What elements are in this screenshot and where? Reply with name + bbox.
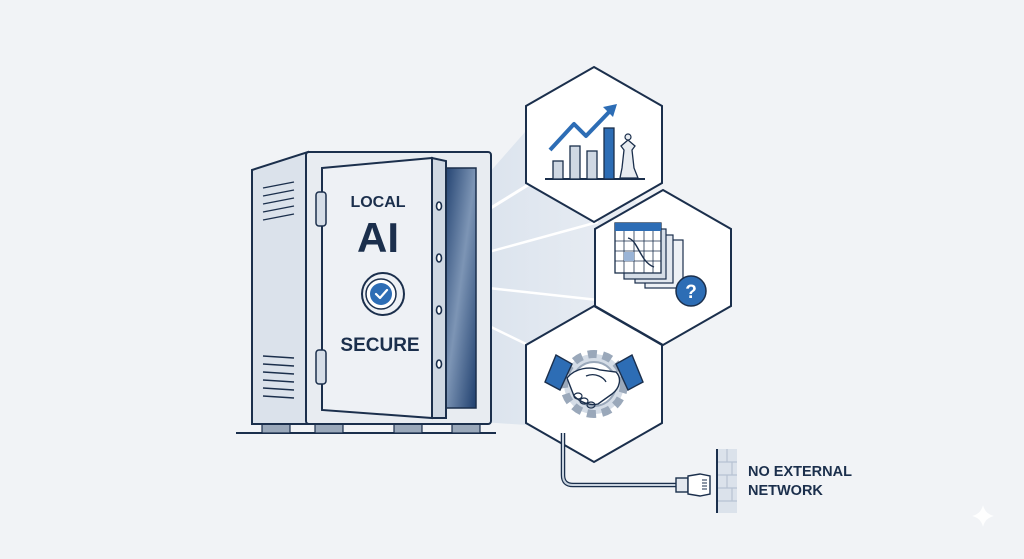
growth-chart-chess-icon [545,104,645,180]
vault-title-small: LOCAL [350,194,405,211]
check-badge-icon [361,272,405,316]
network-cable: NO EXTERNAL NETWORK [560,433,852,513]
capability-hex-strategy [525,65,663,224]
capability-hex-analysis: ? [594,188,732,347]
capability-hex-partnership [525,304,663,464]
ethernet-plug-icon [675,473,711,497]
vent-icon [262,181,295,399]
sparkle-icon [972,505,994,527]
network-label-line1: NO EXTERNAL [748,464,852,480]
spreadsheet-question-icon: ? [614,222,707,307]
vault-status-label: SECURE [340,335,419,356]
svg-text:?: ? [685,282,697,303]
vault-title-large: AI [357,214,399,261]
firewall-icon [716,449,737,513]
handshake-gear-icon [544,350,644,418]
vault-safe: LOCAL AI SECURE [236,150,496,434]
network-label-line2: NETWORK [748,483,823,499]
